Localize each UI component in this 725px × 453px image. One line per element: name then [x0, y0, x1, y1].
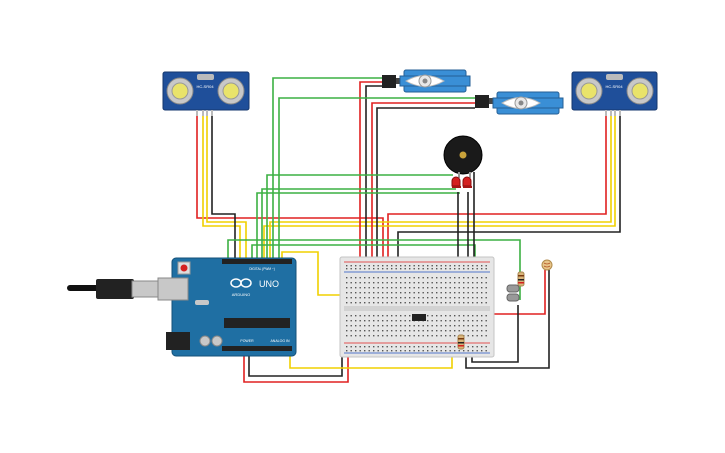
wire-right-sensor-trig[interactable]: [269, 114, 612, 258]
resistor-2[interactable]: [457, 334, 465, 350]
transistor-chip[interactable]: [412, 314, 426, 321]
wire-servo1-signal[interactable]: [272, 77, 382, 258]
led-left[interactable]: [451, 176, 461, 188]
arduino-uno[interactable]: UNO ARDUINO DIGITAL (PWM ~) POWER ANALOG…: [157, 257, 297, 357]
buzzer[interactable]: [443, 135, 483, 178]
sensor-left-label: HC-SR04: [196, 84, 214, 89]
arduino-model-label: UNO: [259, 279, 279, 289]
servo-motor-2[interactable]: [475, 91, 564, 115]
wire-right-sensor-gnd[interactable]: [397, 114, 621, 268]
pushbutton[interactable]: [506, 284, 520, 302]
sensor-right-label: HC-SR04: [605, 84, 623, 89]
ultrasonic-sensor-right[interactable]: HC-SR04: [571, 71, 658, 116]
ultrasonic-sensor-left[interactable]: HC-SR04: [162, 71, 250, 116]
resistor-1[interactable]: [517, 271, 525, 287]
wire-misc-green[interactable]: [251, 244, 476, 262]
arduino-analog-label: ANALOG IN: [270, 339, 290, 343]
usb-cable[interactable]: [67, 279, 161, 299]
arduino-logo-icon: [230, 278, 252, 288]
wire-ldr-red[interactable]: [470, 270, 546, 315]
breadboard[interactable]: [339, 256, 495, 358]
wire-led-a[interactable]: [261, 188, 456, 258]
wire-button[interactable]: [227, 239, 521, 300]
photoresistor[interactable]: [541, 259, 553, 271]
wire-gnd[interactable]: [248, 347, 343, 377]
wire-right-sensor-vcc[interactable]: [387, 114, 607, 268]
wire-5v[interactable]: [243, 352, 349, 383]
arduino-power-label: POWER: [240, 339, 254, 343]
wire-led-b[interactable]: [256, 192, 460, 258]
arduino-digital-label: DIGITAL (PWM ~): [249, 267, 275, 271]
wire-right-sensor-echo[interactable]: [263, 114, 616, 258]
wire-left-sensor-gnd[interactable]: [211, 114, 236, 258]
wire-buzzer[interactable]: [266, 174, 453, 258]
arduino-brand-label: ARDUINO: [232, 292, 250, 297]
wire-ldr-black[interactable]: [465, 270, 550, 369]
wire-servo2-signal[interactable]: [278, 97, 475, 258]
wire-left-sensor-trig[interactable]: [202, 114, 241, 258]
servo-motor-1[interactable]: [382, 69, 471, 93]
led-right[interactable]: [462, 176, 472, 188]
wire-left-sensor-vcc[interactable]: [196, 114, 384, 268]
